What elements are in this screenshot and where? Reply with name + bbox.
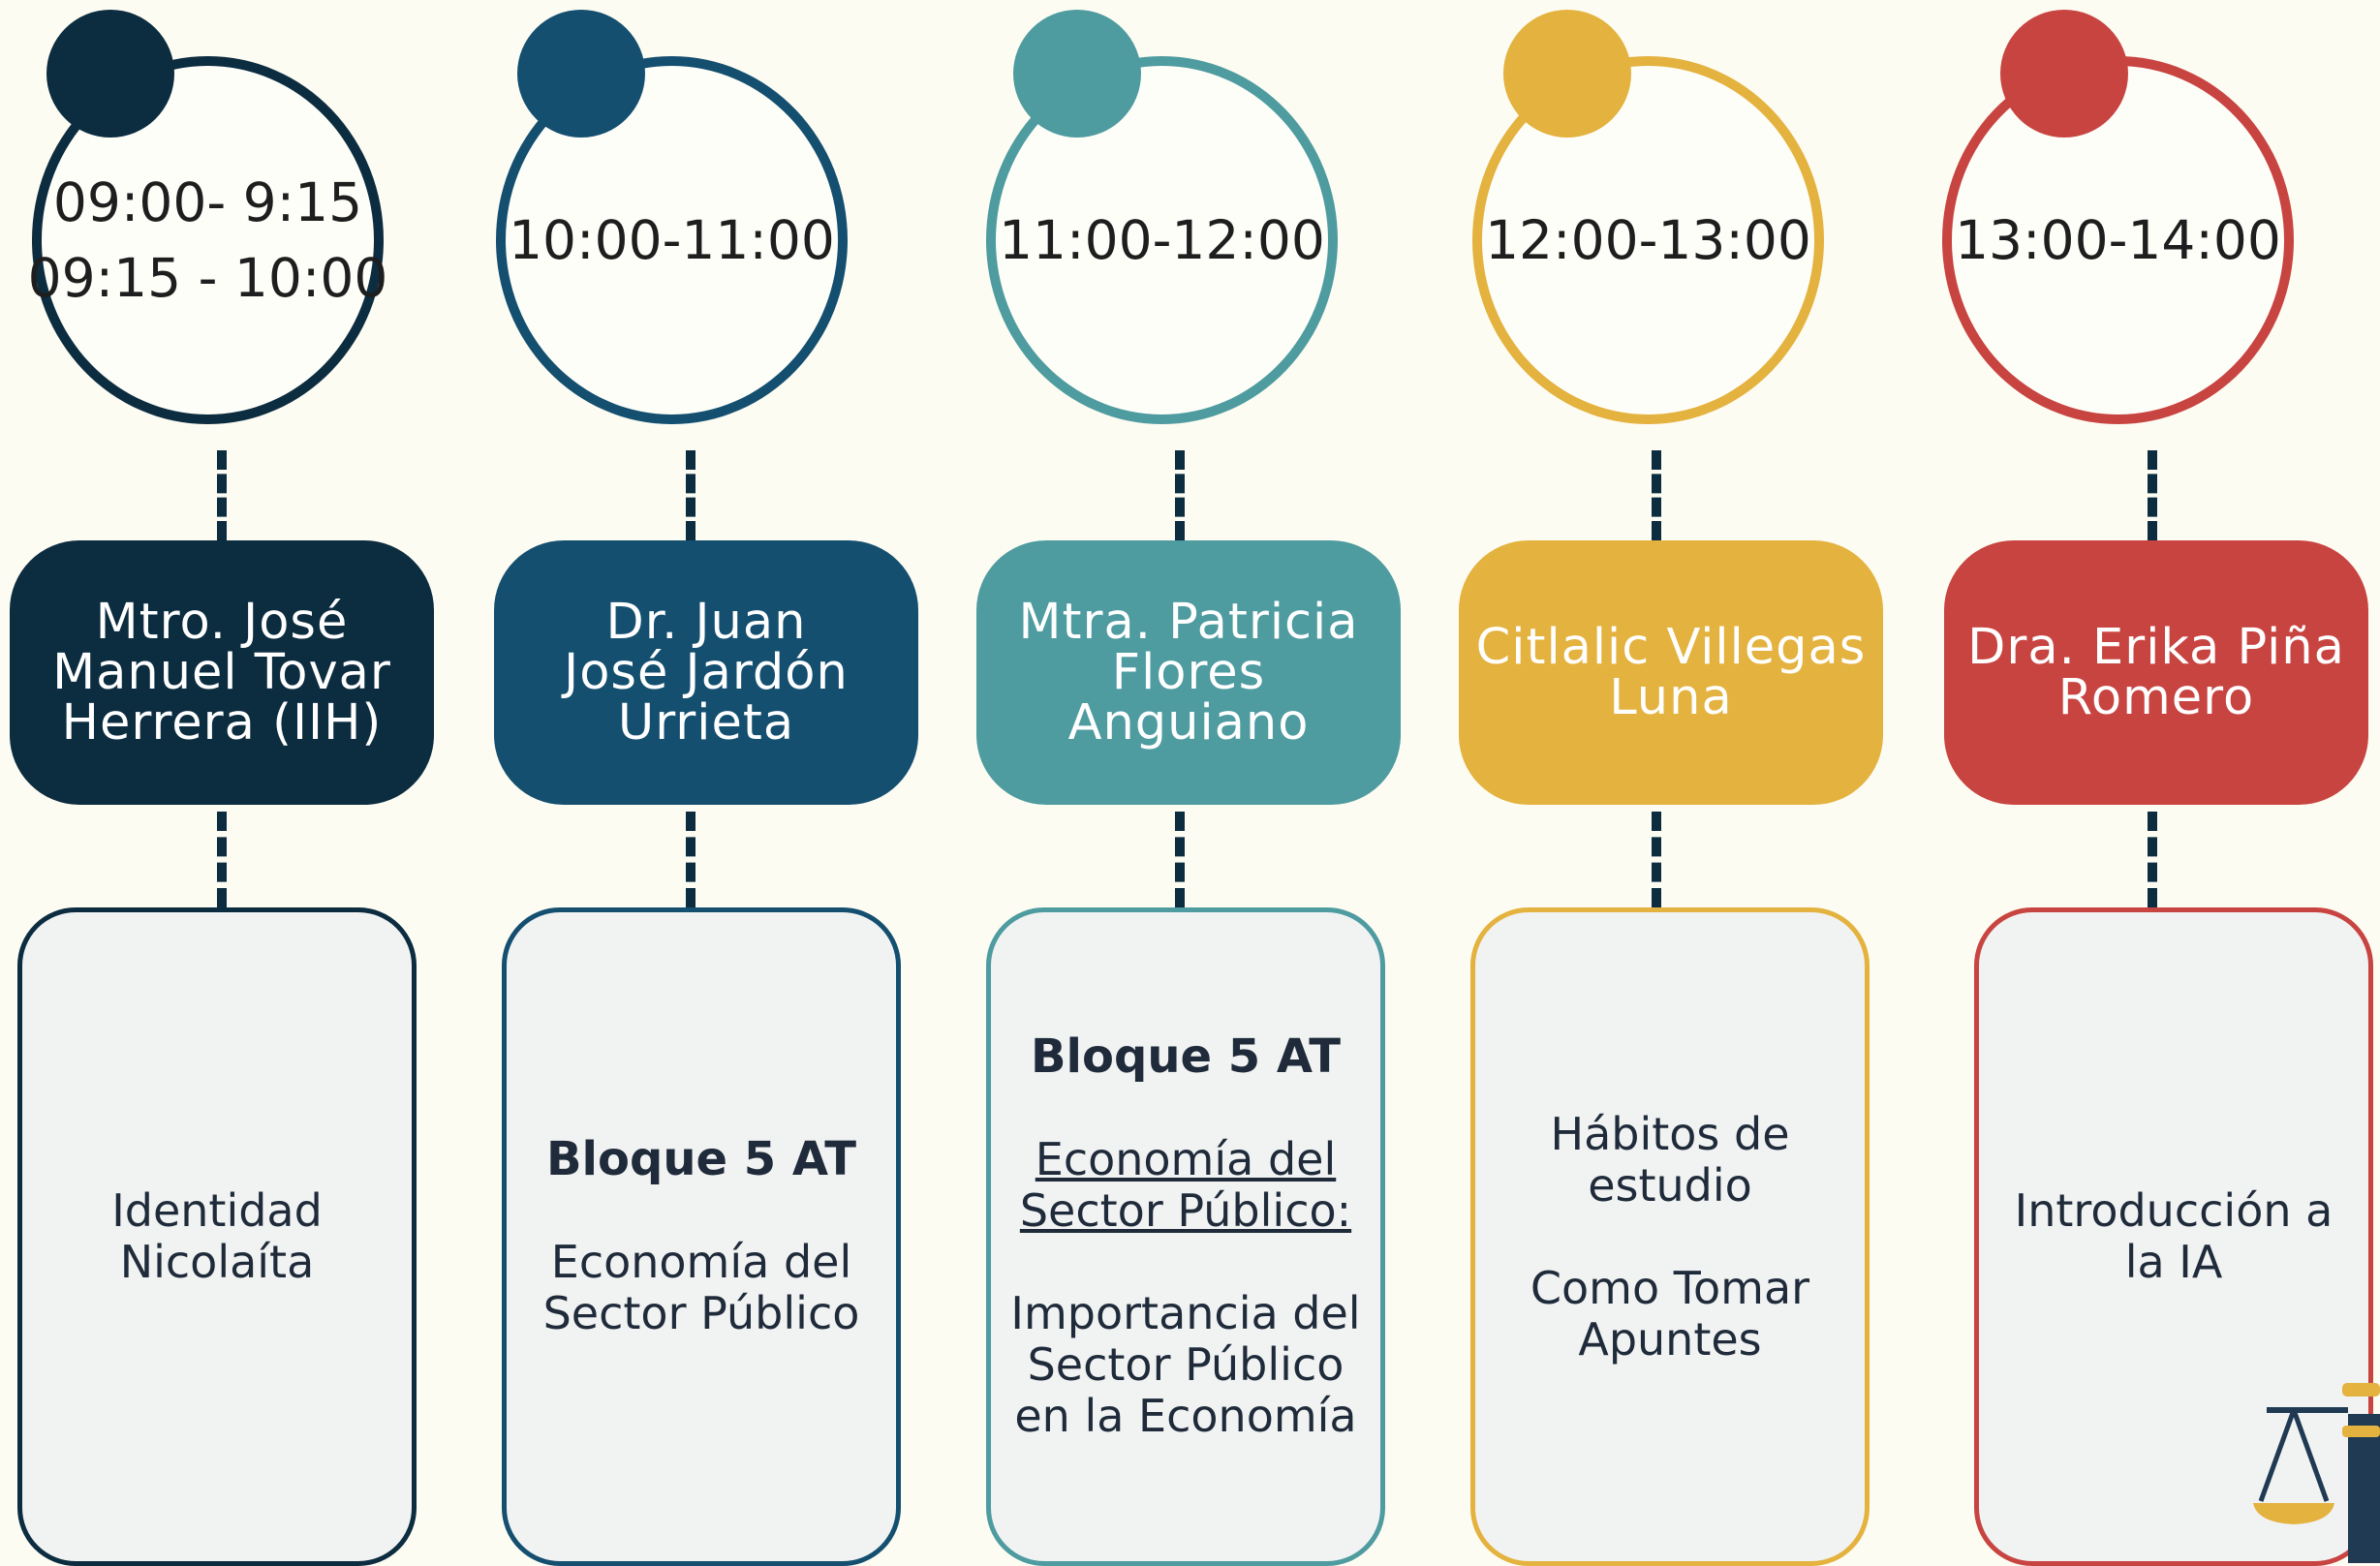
speaker-line: Citlalic Villegas (1475, 618, 1867, 676)
block-label: Bloque 5 AT (1030, 1029, 1342, 1084)
topic-line: Como Tomar (1530, 1261, 1810, 1314)
speaker-line: Flores (1111, 643, 1266, 701)
time-label: 11:00-12:00 (999, 209, 1325, 271)
topic-line: Introducción a (2014, 1184, 2334, 1237)
connector-line (2148, 812, 2157, 907)
time-label: 13:00-14:00 (1955, 209, 2281, 271)
time-label: 10:00-11:00 (509, 209, 835, 271)
circle-knob (2000, 10, 2128, 138)
speaker-pill: Mtra. Patricia Flores Anguiano (976, 540, 1401, 805)
topic-card: Bloque 5 AT Economía del Sector Público:… (986, 907, 1385, 1566)
speaker-line: Manuel Tovar (52, 643, 391, 701)
topic-line: Apuntes (1578, 1312, 1762, 1366)
speaker-line: Urrieta (617, 693, 795, 752)
circle-knob (1503, 10, 1631, 138)
speaker-line: Dr. Juan (605, 593, 807, 651)
speaker-pill: Dr. Juan José Jardón Urrieta (494, 540, 918, 805)
topic-card: Introducción a la IA (1974, 907, 2373, 1566)
topic-line: Hábitos de (1550, 1107, 1790, 1160)
topic-line: Sector Público (1027, 1338, 1345, 1391)
connector-line (686, 812, 695, 907)
connector-line (1652, 450, 1661, 540)
speaker-line: Dra. Erika Piña (1967, 618, 2345, 676)
topic-line: la IA (2124, 1236, 2223, 1288)
topic-line: Nicolaíta (119, 1236, 315, 1288)
subtitle-line: Sector Público: (1019, 1184, 1352, 1237)
connector-line (217, 450, 227, 540)
scale-of-justice-icon (2253, 1383, 2380, 1563)
circle-knob (1013, 10, 1141, 138)
schedule-column-1: 09:00- 9:15 09:15 - 10:00 Mtro. José Man… (0, 0, 446, 1566)
topic-line: en la Economía (1014, 1390, 1357, 1442)
schedule-column-3: 11:00-12:00 Mtra. Patricia Flores Anguia… (0, 0, 1401, 1566)
speaker-line: José Jardón (564, 643, 849, 701)
speaker-pill: Mtro. José Manuel Tovar Herrera (IIH) (10, 540, 434, 805)
connector-line (1652, 812, 1661, 907)
topic-card: Bloque 5 AT Economía del Sector Público (502, 907, 901, 1566)
schedule-column-2: 10:00-11:00 Dr. Juan José Jardón Urrieta… (0, 0, 918, 1566)
time-label: 09:00- 9:15 (52, 171, 363, 233)
topic-line: Identidad (111, 1184, 323, 1237)
time-label: 09:15 - 10:00 (27, 247, 388, 309)
topic-line: estudio (1588, 1158, 1752, 1212)
time-label: 12:00-13:00 (1485, 209, 1811, 271)
connector-line (686, 450, 695, 540)
block-label: Bloque 5 AT (545, 1132, 857, 1186)
subtitle-line: Economía del (1035, 1133, 1337, 1185)
connector-line (217, 812, 227, 907)
circle-knob (46, 10, 174, 138)
topic-line: Economía del (550, 1236, 852, 1288)
time-circle: 12:00-13:00 (1472, 56, 1824, 424)
circle-knob (517, 10, 645, 138)
topic-card: Hábitos de estudio Como Tomar Apuntes (1470, 907, 1870, 1566)
topic-card: Identidad Nicolaíta (17, 907, 417, 1566)
topic-line: Sector Público (542, 1287, 860, 1339)
connector-line (1175, 450, 1185, 540)
connector-line (1175, 812, 1185, 907)
time-circle: 09:00- 9:15 09:15 - 10:00 (28, 56, 387, 424)
time-circle: 13:00-14:00 (1942, 56, 2294, 424)
topic-line: Importancia del (1010, 1287, 1361, 1339)
speaker-pill: Dra. Erika Piña Romero (1944, 540, 2368, 805)
speaker-line: Anguiano (1067, 693, 1310, 752)
speaker-line: Luna (1609, 668, 1733, 726)
speaker-line: Romero (2057, 668, 2255, 726)
speaker-line: Mtro. José (95, 593, 349, 651)
speaker-line: Mtra. Patricia (1018, 593, 1359, 651)
speaker-pill: Citlalic Villegas Luna (1459, 540, 1883, 805)
schedule-column-4: 12:00-13:00 Citlalic Villegas Luna Hábit… (0, 0, 1883, 1566)
connector-line (2148, 450, 2157, 540)
speaker-line: Herrera (IIH) (61, 693, 383, 752)
